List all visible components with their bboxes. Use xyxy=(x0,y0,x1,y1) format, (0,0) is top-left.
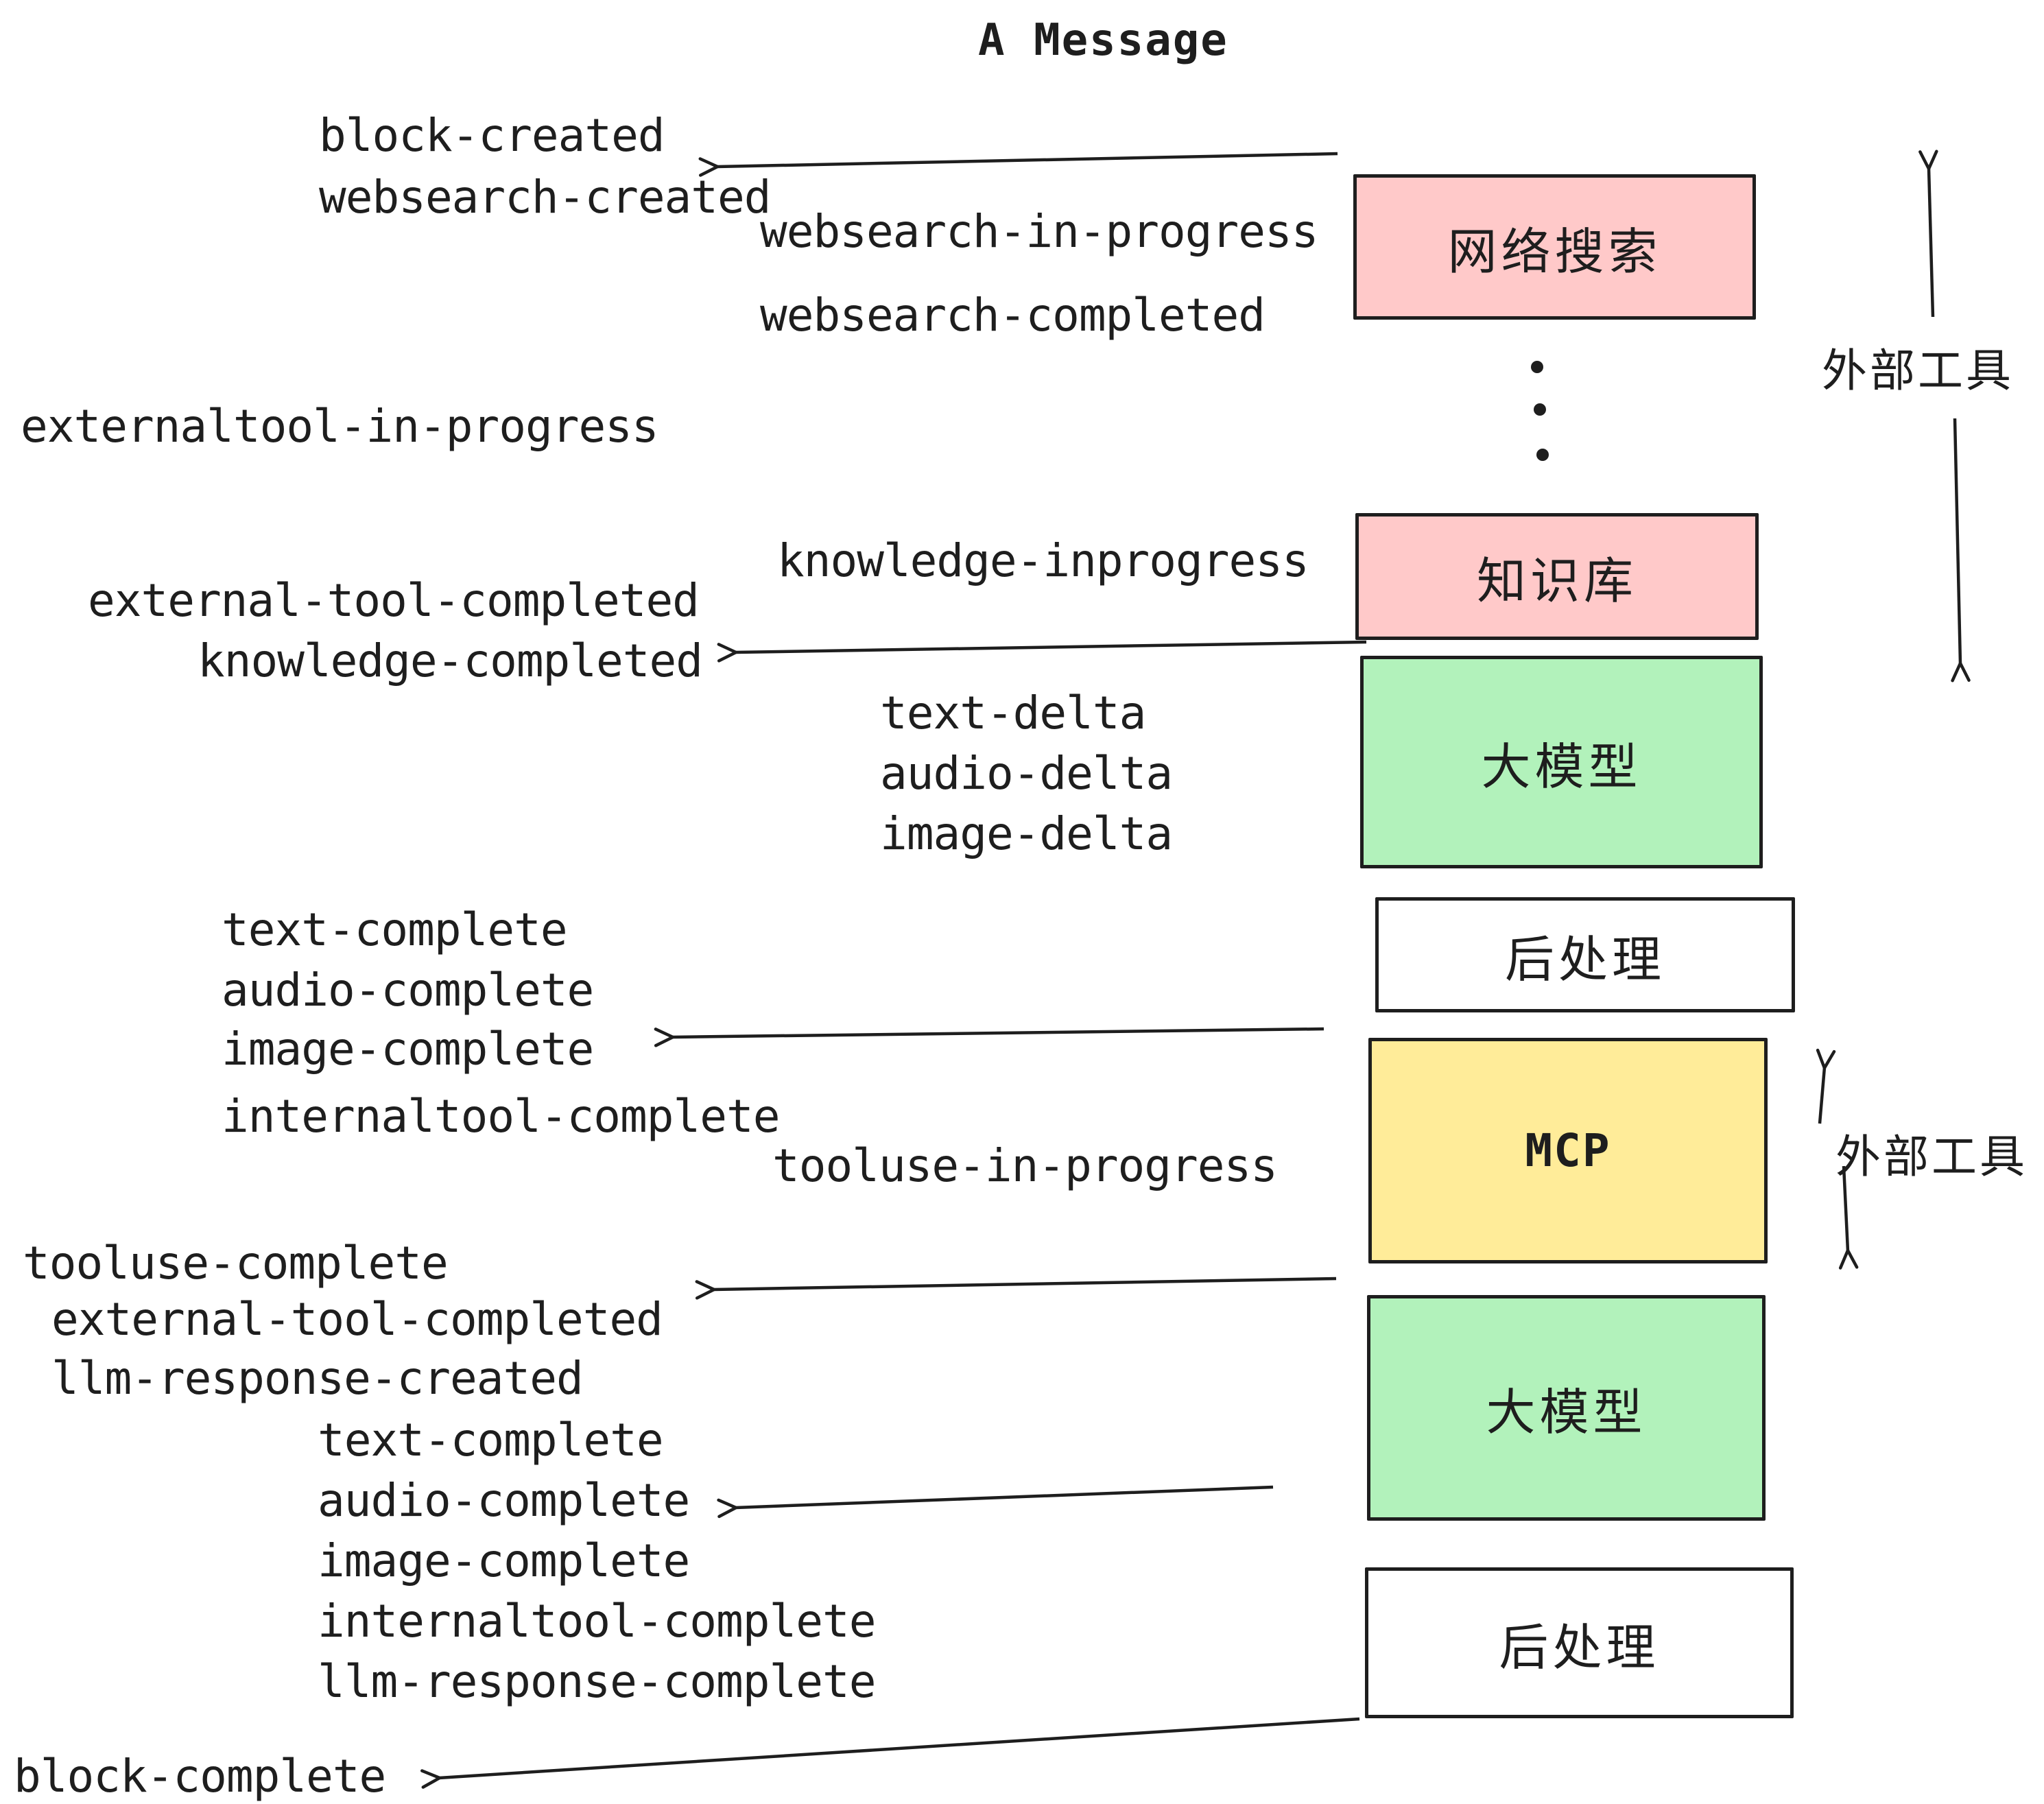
event-label-image-complete: image-complete xyxy=(222,1023,594,1076)
event-label-audio-delta: audio-delta xyxy=(880,747,1173,800)
arrow-to-block-complete xyxy=(420,1717,1360,1789)
external-tools-up-arrow-2 xyxy=(1816,1048,1836,1124)
external-tools-down-arrow-1 xyxy=(1951,418,1971,683)
box-postprocess-2-label: 后处理 xyxy=(1499,1618,1660,1676)
external-tools-label-1: 外部工具 xyxy=(1822,344,2014,397)
event-label-external-tool-completed: external-tool-completed xyxy=(88,574,700,627)
event-label-text-complete-2: text-complete xyxy=(318,1414,664,1467)
event-label-externaltool-in-progress: externaltool-in-progress xyxy=(21,400,659,453)
event-label-knowledge-inprogress: knowledge-inprogress xyxy=(777,534,1309,587)
event-label-block-complete: block-complete xyxy=(14,1750,386,1803)
external-tools-label-2: 外部工具 xyxy=(1835,1130,2028,1183)
event-label-text-delta: text-delta xyxy=(880,687,1146,739)
box-postprocess-1: 后处理 xyxy=(1375,897,1795,1012)
external-tools-up-arrow-1 xyxy=(1918,150,1938,318)
event-label-websearch-completed: websearch-completed xyxy=(760,289,1265,342)
box-llm-1: 大模型 xyxy=(1360,656,1763,868)
event-label-knowledge-completed: knowledge-completed xyxy=(198,634,703,687)
box-llm-2-label: 大模型 xyxy=(1486,1384,1647,1441)
arrow-to-tooluse-complete xyxy=(695,1277,1337,1300)
box-websearch: 网络搜索 xyxy=(1353,174,1756,320)
box-websearch-label: 网络搜索 xyxy=(1447,222,1662,281)
event-label-text-complete: text-complete xyxy=(222,903,568,956)
event-label-internaltool-complete: internaltool-complete xyxy=(222,1090,780,1143)
event-label-internaltool-complete-2: internaltool-complete xyxy=(318,1595,876,1648)
event-label-image-delta: image-delta xyxy=(880,807,1173,860)
event-label-audio-complete: audio-complete xyxy=(222,964,594,1017)
box-llm-1-label: 大模型 xyxy=(1481,737,1642,796)
arrow-to-image-complete xyxy=(654,1027,1324,1047)
box-postprocess-1-label: 后处理 xyxy=(1504,930,1665,988)
event-label-llm-response-complete: llm-response-complete xyxy=(318,1655,876,1708)
ellipsis-dot xyxy=(1534,403,1546,416)
event-label-websearch-created: websearch-created xyxy=(319,171,772,224)
box-postprocess-2: 后处理 xyxy=(1365,1567,1794,1718)
event-label-external-tool-completed-2: external-tool-completed xyxy=(51,1293,663,1346)
box-mcp: MCP xyxy=(1368,1038,1768,1263)
ellipsis-dot xyxy=(1531,361,1543,373)
arrow-to-block-created xyxy=(698,152,1338,177)
arrow-to-knowledge-completed xyxy=(717,640,1367,663)
event-label-image-complete-2: image-complete xyxy=(318,1534,690,1587)
arrow-to-audio-complete xyxy=(717,1485,1274,1519)
box-llm-2: 大模型 xyxy=(1367,1295,1766,1521)
event-label-llm-response-created: llm-response-created xyxy=(51,1352,584,1405)
event-label-websearch-in-progress: websearch-in-progress xyxy=(760,205,1318,258)
event-label-tooluse-complete: tooluse-complete xyxy=(23,1237,449,1290)
box-knowledge-base-label: 知识库 xyxy=(1476,552,1637,610)
ellipsis-dot xyxy=(1536,449,1549,461)
box-knowledge-base: 知识库 xyxy=(1355,513,1759,640)
event-label-audio-complete-2: audio-complete xyxy=(318,1474,690,1527)
box-mcp-label: MCP xyxy=(1525,1124,1611,1177)
diagram-title: A Message xyxy=(978,15,1228,66)
event-label-tooluse-in-progress: tooluse-in-progress xyxy=(772,1139,1278,1192)
event-label-block-created: block-created xyxy=(319,109,665,162)
